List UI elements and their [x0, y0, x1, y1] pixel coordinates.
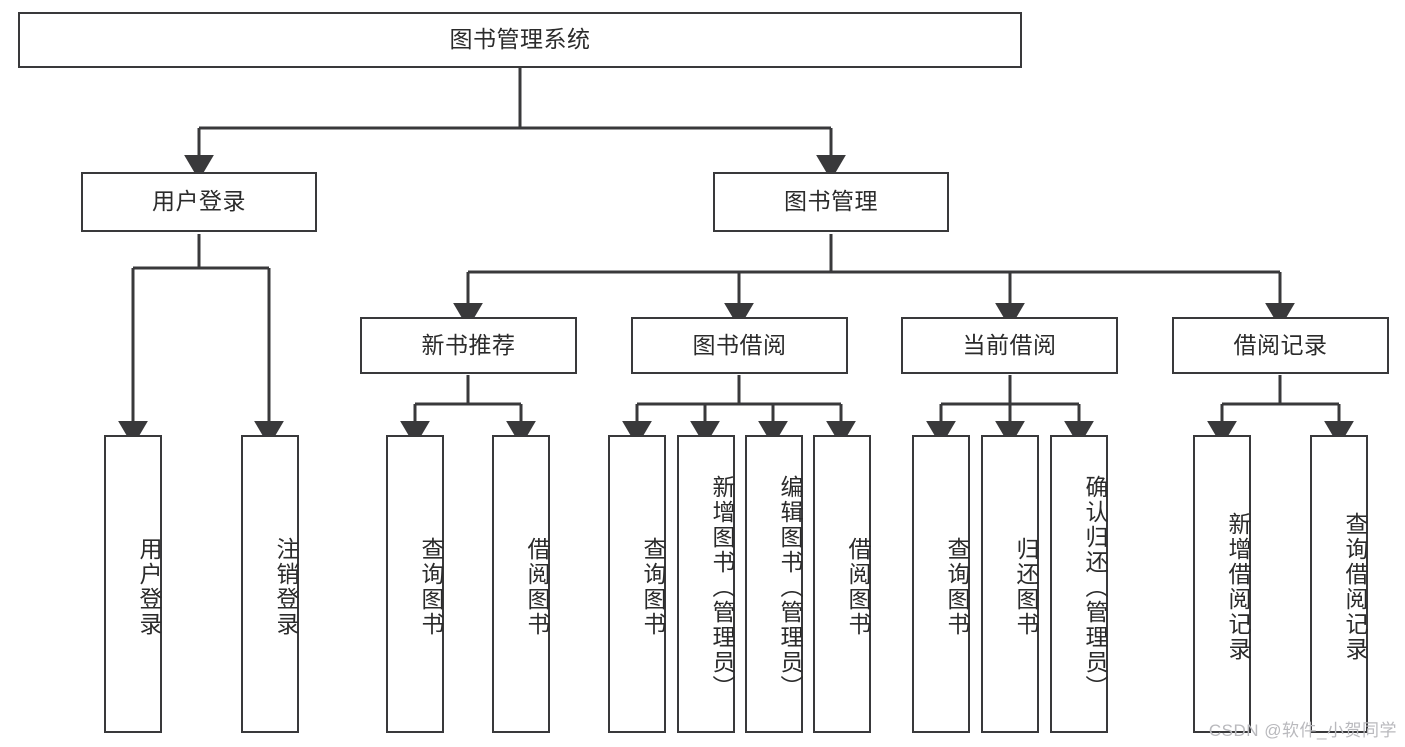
node-book-manage-label: 图书管理: [784, 188, 878, 215]
node-leaf-user-login-logout[interactable]: 注销登录: [241, 435, 299, 733]
node-leaf-current-return-label: 归还图书: [1013, 537, 1039, 637]
node-new-book-recommend-label: 新书推荐: [421, 331, 516, 358]
node-leaf-record-query[interactable]: 查询借阅记录: [1310, 435, 1368, 733]
node-leaf-newbook-query[interactable]: 查询图书: [386, 435, 444, 733]
node-book-borrow-label: 图书借阅: [692, 331, 787, 358]
node-leaf-current-query-label: 查询图书: [944, 537, 970, 637]
node-leaf-user-login-logout-label: 注销登录: [273, 537, 299, 637]
node-root-system[interactable]: 图书管理系统: [18, 12, 1022, 68]
node-leaf-current-query[interactable]: 查询图书: [912, 435, 970, 733]
node-current-borrow[interactable]: 当前借阅: [901, 317, 1118, 374]
node-root-system-label: 图书管理系统: [449, 26, 591, 53]
node-leaf-current-return[interactable]: 归还图书: [981, 435, 1039, 733]
node-user-login[interactable]: 用户登录: [81, 172, 317, 232]
node-leaf-borrow-query[interactable]: 查询图书: [608, 435, 666, 733]
node-leaf-user-login-login[interactable]: 用户登录: [104, 435, 162, 733]
node-leaf-borrow-lend[interactable]: 借阅图书: [813, 435, 871, 733]
node-borrow-record[interactable]: 借阅记录: [1172, 317, 1389, 374]
node-leaf-newbook-borrow-label: 借阅图书: [524, 537, 550, 637]
node-leaf-borrow-add[interactable]: 新增图书（管理员）: [677, 435, 735, 733]
node-leaf-borrow-edit-label: 编辑图书（管理员）: [777, 474, 803, 700]
node-leaf-borrow-add-label: 新增图书（管理员）: [709, 474, 735, 700]
node-user-login-label: 用户登录: [152, 188, 246, 215]
node-leaf-current-confirm-return[interactable]: 确认归还（管理员）: [1050, 435, 1108, 733]
node-leaf-newbook-query-label: 查询图书: [418, 537, 444, 637]
node-leaf-user-login-login-label: 用户登录: [136, 537, 162, 637]
node-current-borrow-label: 当前借阅: [962, 331, 1057, 358]
node-book-borrow[interactable]: 图书借阅: [631, 317, 848, 374]
watermark-text: CSDN @软件_小贺同学: [1208, 721, 1397, 740]
node-leaf-record-query-label: 查询借阅记录: [1342, 512, 1368, 662]
node-book-manage[interactable]: 图书管理: [713, 172, 949, 232]
node-leaf-record-add[interactable]: 新增借阅记录: [1193, 435, 1251, 733]
node-leaf-current-confirm-return-label: 确认归还（管理员）: [1082, 474, 1108, 700]
node-leaf-borrow-lend-label: 借阅图书: [845, 537, 871, 637]
node-borrow-record-label: 借阅记录: [1233, 331, 1328, 358]
node-new-book-recommend[interactable]: 新书推荐: [360, 317, 577, 374]
node-leaf-record-add-label: 新增借阅记录: [1225, 512, 1251, 662]
node-leaf-newbook-borrow[interactable]: 借阅图书: [492, 435, 550, 733]
node-leaf-borrow-edit[interactable]: 编辑图书（管理员）: [745, 435, 803, 733]
node-leaf-borrow-query-label: 查询图书: [640, 537, 666, 637]
